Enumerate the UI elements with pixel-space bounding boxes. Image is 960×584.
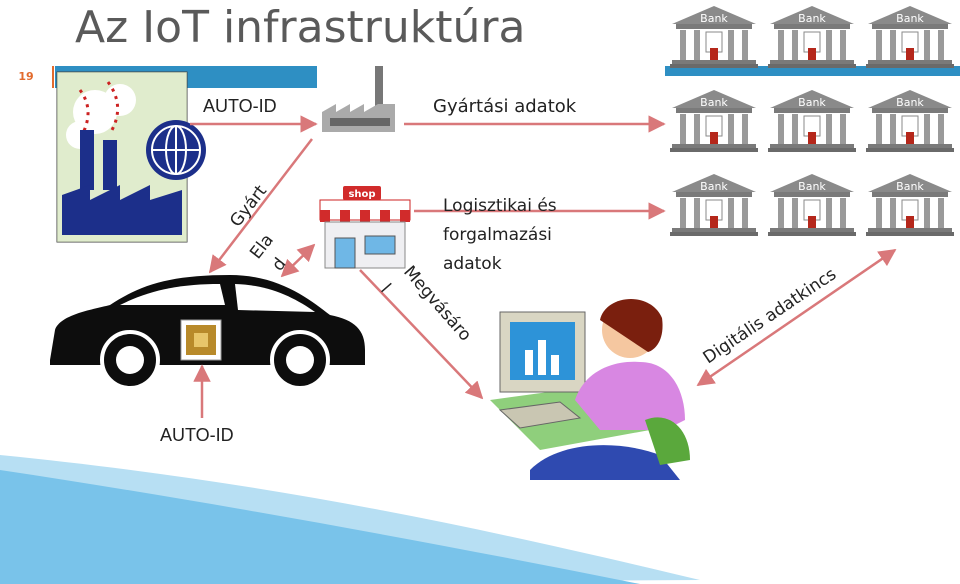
bank-icon: Bank — [670, 174, 758, 236]
autoid-top-label: AUTO-ID — [203, 96, 277, 116]
autoid-bottom-label: AUTO-ID — [160, 425, 234, 445]
production-data-label: Gyártási adatok — [433, 96, 577, 117]
bank-label: Bank — [798, 12, 826, 25]
bank-label: Bank — [700, 180, 728, 193]
bank-label: Bank — [896, 12, 924, 25]
computer-user-illustration — [490, 299, 690, 480]
arrow-manufacture — [208, 138, 313, 274]
arrow-buy — [359, 269, 484, 400]
logistics-label-line3: adatok — [443, 254, 502, 274]
bank-label: Bank — [700, 12, 728, 25]
accent-bar-right — [665, 66, 960, 76]
buy-label-1: Megvásáro — [399, 262, 475, 345]
arrow-sell — [280, 243, 316, 278]
bank-label: Bank — [798, 180, 826, 193]
bank-icon: Bank — [866, 90, 954, 152]
bank-icon: Bank — [768, 174, 856, 236]
bank-label: Bank — [896, 96, 924, 109]
shop-sign: shop — [348, 189, 375, 200]
car-illustration — [50, 275, 365, 390]
manufacture-label: Gyárt — [226, 181, 271, 231]
shop-icon — [319, 186, 411, 269]
page-title: Az IoT infrastruktúra — [75, 2, 526, 53]
bank-icon: Bank — [768, 90, 856, 152]
arrow-digital — [696, 248, 897, 387]
factory-illustration — [56, 71, 206, 243]
bank-label: Bank — [798, 96, 826, 109]
factory-icon — [322, 66, 395, 132]
bottom-wave-dark — [0, 470, 640, 584]
logistics-label-line2: forgalmazási — [443, 225, 552, 245]
bank-icon: Bank — [768, 6, 856, 68]
bank-icon: Bank — [866, 6, 954, 68]
bank-label: Bank — [700, 96, 728, 109]
bank-icon: Bank — [670, 6, 758, 68]
bank-icon: Bank — [866, 174, 954, 236]
digital-treasure-label: Digitális adatkincs — [700, 264, 841, 368]
slide-number: 19 — [0, 66, 54, 88]
bank-icon: Bank — [670, 90, 758, 152]
logistics-label-line1: Logisztikai és — [443, 196, 557, 216]
bank-label: Bank — [896, 180, 924, 193]
